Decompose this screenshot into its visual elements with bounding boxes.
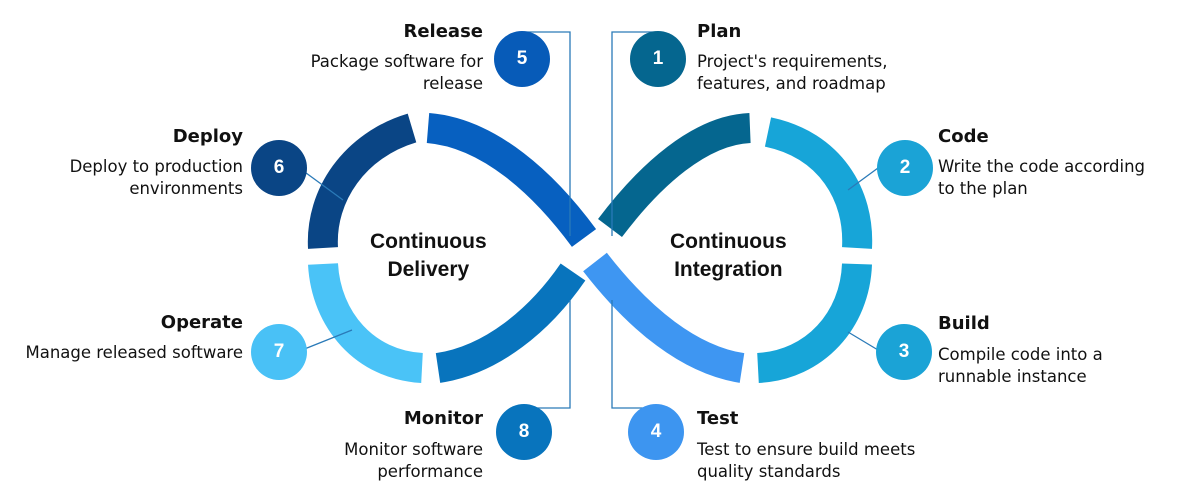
stage-test-badge: 4 [628,404,684,460]
stage-monitor-badge: 8 [496,404,552,460]
continuous-delivery-label: Continuous Delivery [370,228,487,284]
stage-release-desc: Package software for release [311,51,483,95]
stage-build-title: Build [938,313,990,334]
stage-deploy-desc-line1: Deploy to production [69,157,243,176]
loop-segment-monitor [435,263,586,383]
loop-segment-operate [308,262,424,383]
stage-build-desc-line1: Compile code into a [938,345,1103,364]
stage-release-desc-line2: release [422,74,483,93]
stage-operate-title: Operate [160,312,243,333]
stage-build-desc-line2: runnable instance [938,367,1087,386]
stage-plan-title: Plan [697,21,742,42]
loop-segment-release [426,113,597,247]
stage-test-title: Test [697,408,739,429]
connector-release [523,31,571,236]
connector-operate [301,329,353,351]
continuous-integration-line1: Continuous [670,230,787,253]
stage-code-title: Code [938,126,989,147]
stage-plan-desc-line1: Project's requirements, [697,52,888,71]
stage-code-desc: Write the code according to the plan [938,156,1145,200]
continuous-delivery-line2: Delivery [387,258,470,281]
stage-release-badge: 5 [494,31,550,87]
stage-release-desc-line1: Package software for [310,52,483,71]
stage-deploy-desc-line2: environments [129,179,243,198]
stage-code-badge: 2 [877,140,933,196]
loop-segment-deploy [307,113,417,249]
stage-plan-badge: 1 [630,31,686,87]
stage-deploy-badge: 6 [251,140,307,196]
connector-plan [611,31,658,236]
stage-monitor-desc-line2: performance [377,462,483,481]
stage-deploy-title: Deploy [172,126,243,147]
stage-operate-desc: Manage released software [25,342,243,364]
stage-plan-desc: Project's requirements, features, and ro… [697,51,887,95]
continuous-integration-label: Continuous Integration [670,228,787,284]
stage-deploy-desc: Deploy to production environments [70,156,243,200]
stage-monitor-desc: Monitor software performance [344,439,483,483]
stage-test-desc: Test to ensure build meets quality stand… [697,439,915,483]
stage-monitor-desc-line1: Monitor software [344,440,483,459]
continuous-delivery-line1: Continuous [370,230,487,253]
connector-deploy [301,169,344,201]
stage-test-desc-line1: Test to ensure build meets [697,440,916,459]
connector-code [847,167,879,191]
stage-code-desc-line1: Write the code according [938,157,1145,176]
stage-build-badge: 3 [876,324,932,380]
stage-operate-desc-line1: Manage released software [25,343,243,362]
stage-operate-badge: 7 [251,324,307,380]
stage-test-desc-line2: quality standards [697,462,841,481]
stage-monitor-title: Monitor [403,408,483,429]
stage-plan-desc-line2: features, and roadmap [697,74,886,93]
loop-segment-test [583,252,745,383]
connector-build [847,331,879,351]
stage-code-desc-line2: to the plan [938,179,1028,198]
stage-build-desc: Compile code into a runnable instance [938,344,1103,388]
stage-release-title: Release [403,21,483,42]
loop-segment-build [756,262,872,383]
loop-segment-code [764,117,873,249]
loop-segment-plan [598,113,752,238]
continuous-integration-line2: Integration [674,258,783,281]
